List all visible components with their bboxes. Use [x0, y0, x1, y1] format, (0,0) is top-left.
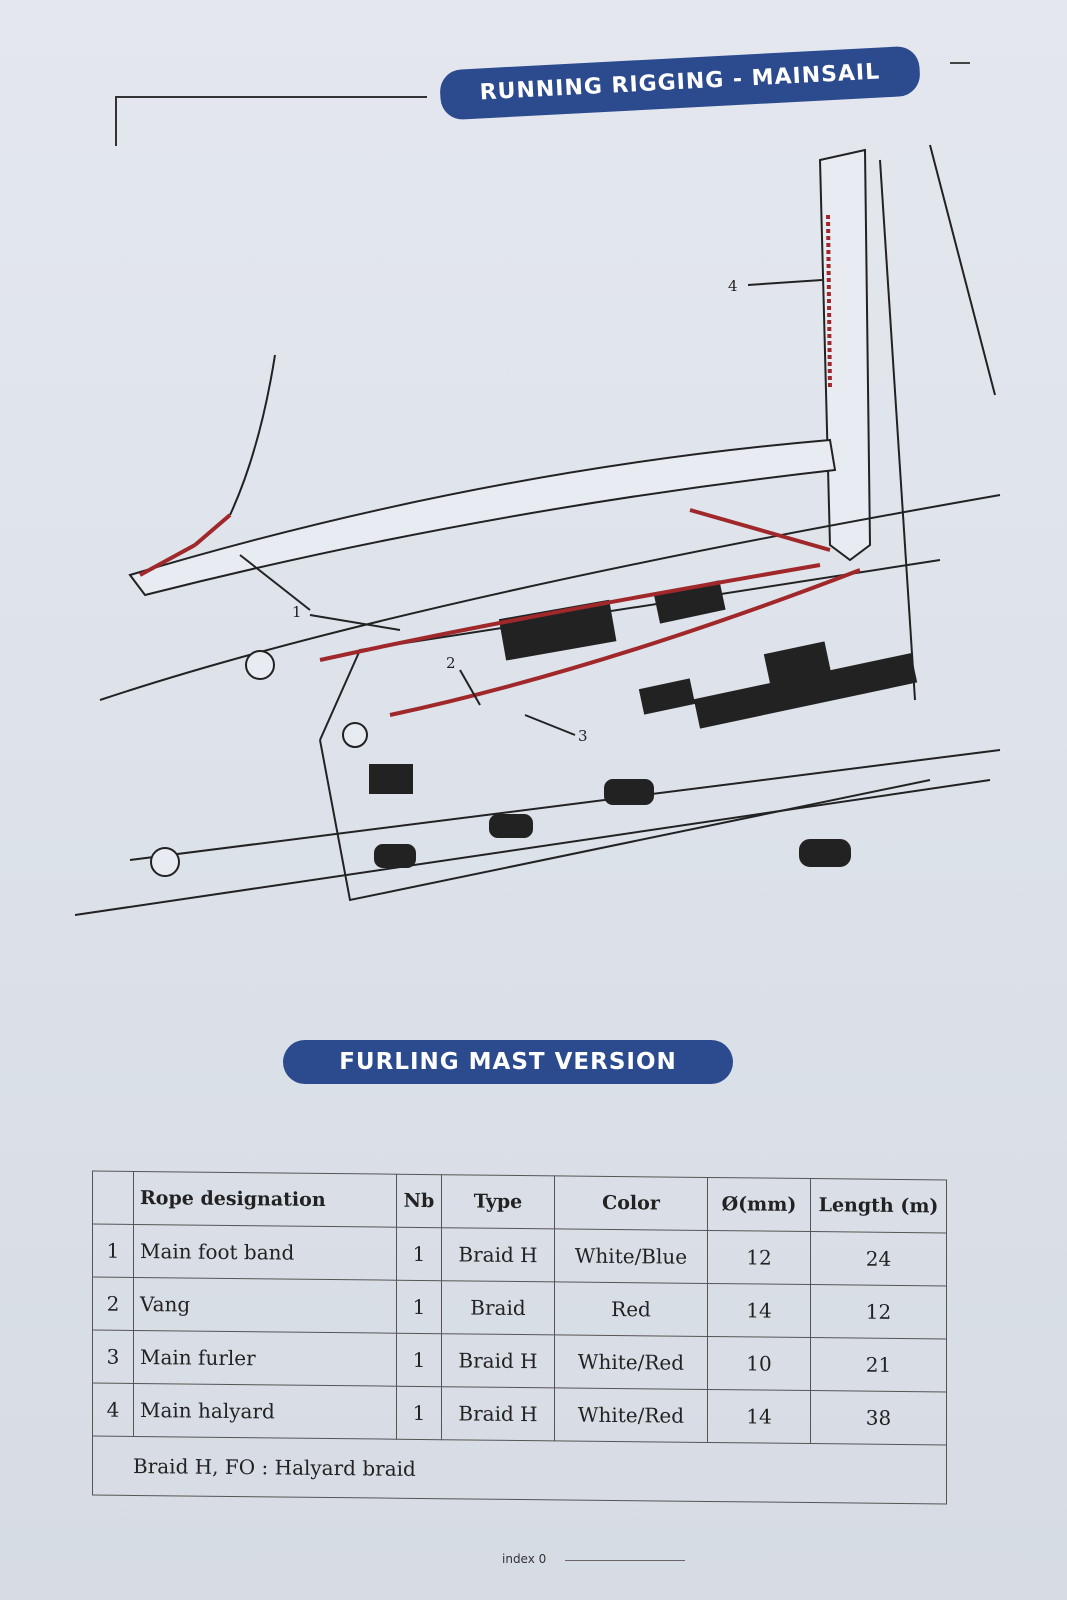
table-row: 2 Vang 1 Braid Red 14 12	[92, 1277, 947, 1339]
footer-rule	[565, 1560, 685, 1561]
page-index: index 0	[502, 1552, 547, 1566]
winch	[245, 650, 275, 680]
forestay	[929, 144, 996, 396]
rope-main-foot-band	[139, 513, 232, 577]
table-note: Braid H, FO : Halyard braid	[92, 1436, 947, 1504]
cell-nb: 1	[396, 1227, 442, 1281]
cell-length: 12	[810, 1284, 947, 1339]
rope-main-halyard	[826, 214, 832, 391]
cell-length: 21	[810, 1337, 947, 1392]
callout-arrow-1	[239, 554, 401, 631]
rope-main-furler	[319, 563, 821, 662]
col-header-color: Color	[554, 1175, 708, 1231]
mainsail-edge	[229, 354, 276, 516]
cell-index: 2	[92, 1277, 134, 1331]
col-header-index	[92, 1171, 134, 1225]
col-header-designation: Rope designation	[133, 1171, 397, 1228]
col-header-type: Type	[441, 1174, 555, 1229]
deck-line	[129, 749, 1001, 861]
cell-index: 3	[92, 1330, 134, 1384]
cell-color: White/Blue	[554, 1228, 708, 1284]
table-row: 3 Main furler 1 Braid H White/Red 10 21	[92, 1330, 947, 1392]
table-note-row: Braid H, FO : Halyard braid	[92, 1436, 947, 1504]
callout-2: 2	[446, 654, 456, 672]
cell-designation: Main furler	[133, 1330, 397, 1387]
corner-rule	[115, 96, 427, 146]
callout-arrow-4	[747, 279, 823, 286]
table-row: 4 Main halyard 1 Braid H White/Red 14 38	[92, 1383, 947, 1445]
callout-arrow-2	[459, 669, 481, 706]
coachroof	[319, 739, 931, 902]
cell-type: Braid H	[441, 1333, 555, 1388]
cell-color: Red	[554, 1281, 708, 1337]
cell-diameter: 14	[707, 1283, 811, 1338]
rope-lines	[139, 214, 861, 717]
cell-type: Braid H	[441, 1227, 555, 1282]
winch	[150, 847, 180, 877]
deck-line	[74, 779, 991, 916]
callout-arrow-3	[524, 714, 576, 736]
table-row: 1 Main foot band 1 Braid H White/Blue 12…	[92, 1224, 947, 1286]
boom	[128, 438, 837, 597]
cell-type: Braid H	[441, 1386, 555, 1441]
cell-color: White/Red	[554, 1387, 708, 1443]
dash-rule	[950, 62, 970, 64]
cell-length: 24	[810, 1231, 947, 1286]
section-subtitle: FURLING MAST VERSION	[283, 1040, 733, 1084]
deck-line	[99, 494, 1001, 701]
cell-length: 38	[810, 1390, 947, 1445]
page-title: RUNNING RIGGING - MAINSAIL	[439, 45, 921, 121]
cell-diameter: 10	[707, 1336, 811, 1391]
mast	[818, 148, 872, 562]
col-header-nb: Nb	[396, 1174, 442, 1228]
shroud	[879, 159, 916, 701]
cell-color: White/Red	[554, 1334, 708, 1390]
cell-nb: 1	[396, 1386, 442, 1440]
rope-main-furler	[389, 568, 861, 717]
col-header-diameter: Ø(mm)	[707, 1177, 811, 1232]
cell-designation: Vang	[133, 1277, 397, 1334]
cell-diameter: 14	[707, 1389, 811, 1444]
cell-type: Braid	[441, 1280, 555, 1335]
cell-nb: 1	[396, 1280, 442, 1334]
cell-nb: 1	[396, 1333, 442, 1387]
rigging-diagram: 1 2 3 4	[74, 144, 1001, 916]
rope-vang	[689, 508, 831, 552]
cell-designation: Main halyard	[133, 1383, 397, 1440]
cell-index: 1	[92, 1224, 134, 1278]
rope-table: Rope designation Nb Type Color Ø(mm) Len…	[92, 1171, 947, 1505]
table-header-row: Rope designation Nb Type Color Ø(mm) Len…	[92, 1171, 947, 1233]
cell-diameter: 12	[707, 1230, 811, 1285]
callout-3: 3	[578, 727, 588, 745]
winch	[342, 722, 368, 748]
callout-1: 1	[292, 603, 302, 621]
cell-designation: Main foot band	[133, 1224, 397, 1281]
callout-4: 4	[728, 277, 738, 295]
cell-index: 4	[92, 1383, 134, 1437]
col-header-length: Length (m)	[810, 1178, 947, 1233]
